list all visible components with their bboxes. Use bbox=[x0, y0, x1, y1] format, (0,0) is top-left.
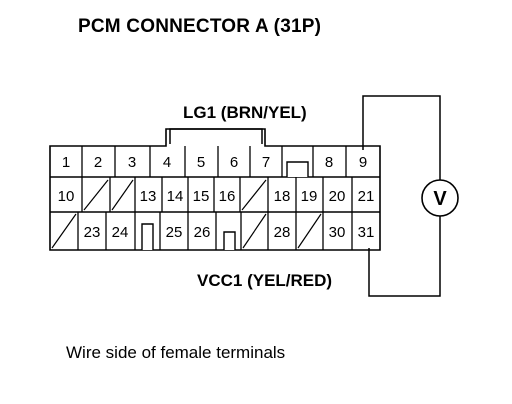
terminal-5: 5 bbox=[197, 154, 205, 171]
page-title: PCM CONNECTOR A (31P) bbox=[78, 16, 322, 37]
terminal-23: 23 bbox=[84, 224, 101, 241]
terminal-28: 28 bbox=[274, 224, 291, 241]
connector-outline bbox=[49, 128, 381, 251]
terminal-10: 10 bbox=[58, 188, 75, 205]
terminal-26: 26 bbox=[194, 224, 211, 241]
voltmeter-circle bbox=[421, 179, 459, 217]
terminal-30: 30 bbox=[329, 224, 346, 241]
terminal-9: 9 bbox=[359, 154, 367, 171]
terminal-2: 2 bbox=[94, 154, 102, 171]
terminal-25: 25 bbox=[166, 224, 183, 241]
terminal-18: 18 bbox=[274, 188, 291, 205]
voltmeter-icon: V bbox=[433, 188, 447, 210]
voltmeter: V bbox=[421, 179, 459, 217]
test-leads bbox=[362, 95, 441, 297]
terminal-19: 19 bbox=[301, 188, 318, 205]
terminal-numbers: 1 2 3 4 5 6 7 8 9 10 13 14 15 16 18 19 2… bbox=[58, 154, 375, 241]
terminal-4: 4 bbox=[163, 154, 171, 171]
terminal-7: 7 bbox=[262, 154, 270, 171]
connector-notches bbox=[141, 161, 309, 250]
terminal-31: 31 bbox=[358, 224, 375, 241]
lg1-wire-label: LG1 (BRN/YEL) bbox=[183, 103, 307, 122]
terminal-20: 20 bbox=[329, 188, 346, 205]
terminal-16: 16 bbox=[219, 188, 236, 205]
unused-cavity-slashes bbox=[51, 179, 322, 249]
lg1-bracket bbox=[169, 128, 263, 144]
terminal-15: 15 bbox=[193, 188, 210, 205]
terminal-24: 24 bbox=[112, 224, 129, 241]
terminal-13: 13 bbox=[140, 188, 157, 205]
cell-dividers bbox=[77, 146, 353, 250]
terminal-8: 8 bbox=[325, 154, 333, 171]
terminal-21: 21 bbox=[358, 188, 375, 205]
diagram-caption: Wire side of female terminals bbox=[66, 343, 286, 362]
vcc1-wire-label: VCC1 (YEL/RED) bbox=[197, 271, 333, 290]
terminal-14: 14 bbox=[167, 188, 184, 205]
terminal-3: 3 bbox=[128, 154, 136, 171]
terminal-6: 6 bbox=[230, 154, 238, 171]
terminal-1: 1 bbox=[62, 154, 70, 171]
